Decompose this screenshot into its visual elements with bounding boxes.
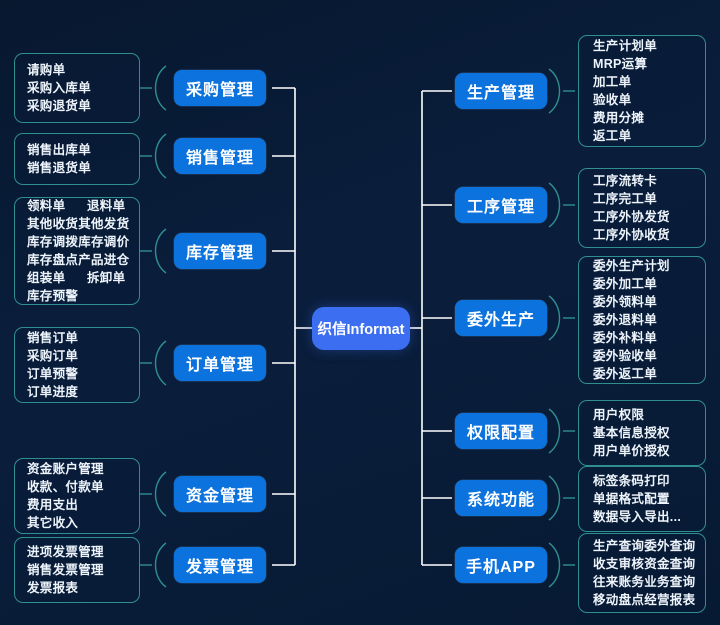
branch-node-mobile-app[interactable]: 手机APP: [455, 547, 547, 583]
center-node[interactable]: 织信Informat: [312, 307, 410, 350]
branch-node-funds[interactable]: 资金管理: [174, 476, 266, 512]
leaf-line: 收款、付款单: [27, 480, 104, 494]
leaf-line: 领料单 退料单: [27, 199, 126, 213]
leaf-line: 费用分摊: [593, 111, 645, 125]
leaf-line: 委外加工单: [593, 277, 658, 291]
branch-node-purchase[interactable]: 采购管理: [174, 70, 266, 106]
leaf-line: 发票报表: [27, 581, 79, 595]
leaf-line: 加工单: [593, 75, 632, 89]
leaf-line: 生产查询 委外查询: [593, 539, 696, 553]
leaf-line: MRP运算: [593, 57, 648, 71]
leaf-line: 库存调拨 库存调价: [27, 235, 130, 249]
leaf-line: 返工单: [593, 129, 632, 143]
leaf-line: 用户单价授权: [593, 444, 670, 458]
leaf-line: 数据导入导出...: [593, 510, 682, 524]
leaf-line: 标签条码打印: [593, 474, 670, 488]
leaf-line: 用户权限: [593, 408, 645, 422]
leaf-line: 工序外协发货: [593, 210, 670, 224]
leaf-line: 工序流转卡: [593, 174, 658, 188]
leaf-line: 生产计划单: [593, 39, 658, 53]
leaf-box-invoice: 进项发票管理 销售发票管理 发票报表: [14, 537, 140, 603]
leaf-line: 其他收货 其他发货: [27, 217, 130, 231]
leaf-box-mobile-app: 生产查询 委外查询 收支审核 资金查询 往来账务 业务查询 移动盘点 经营报表: [578, 533, 706, 613]
leaf-line: 订单进度: [27, 385, 79, 399]
leaf-line: 委外补料单: [593, 331, 658, 345]
leaf-line: 委外返工单: [593, 367, 658, 381]
leaf-line: 其它收入: [27, 516, 79, 530]
branch-node-sales[interactable]: 销售管理: [174, 138, 266, 174]
leaf-line: 库存预警: [27, 289, 79, 303]
leaf-line: 费用支出: [27, 498, 79, 512]
leaf-line: 工序完工单: [593, 192, 658, 206]
branch-node-permission[interactable]: 权限配置: [455, 413, 547, 449]
leaf-line: 库存盘点 产品进仓: [27, 253, 130, 267]
leaf-box-outsourcing: 委外生产计划 委外加工单 委外领料单 委外退料单 委外补料单 委外验收单 委外返…: [578, 256, 706, 384]
branch-node-invoice[interactable]: 发票管理: [174, 547, 266, 583]
leaf-line: 单据格式配置: [593, 492, 670, 506]
leaf-line: 采购退货单: [27, 99, 92, 113]
leaf-line: 往来账务 业务查询: [593, 575, 696, 589]
leaf-line: 销售发票管理: [27, 563, 104, 577]
leaf-line: 基本信息授权: [593, 426, 670, 440]
leaf-line: 请购单: [27, 63, 66, 77]
branch-node-outsourcing[interactable]: 委外生产: [455, 300, 547, 336]
leaf-line: 委外领料单: [593, 295, 658, 309]
branch-node-order[interactable]: 订单管理: [174, 345, 266, 381]
leaf-box-order: 销售订单 采购订单 订单预警 订单进度: [14, 327, 140, 403]
leaf-line: 移动盘点 经营报表: [593, 593, 696, 607]
branch-node-system[interactable]: 系统功能: [455, 480, 547, 516]
leaf-line: 验收单: [593, 93, 632, 107]
leaf-line: 销售订单: [27, 331, 79, 345]
leaf-line: 工序外协收货: [593, 228, 670, 242]
leaf-line: 销售退货单: [27, 161, 92, 175]
leaf-line: 采购入库单: [27, 81, 92, 95]
leaf-line: 资金账户管理: [27, 462, 104, 476]
branch-node-process[interactable]: 工序管理: [455, 187, 547, 223]
leaf-line: 组装单 拆卸单: [27, 271, 126, 285]
leaf-box-production: 生产计划单 MRP运算 加工单 验收单 费用分摊 返工单: [578, 35, 706, 147]
leaf-line: 委外退料单: [593, 313, 658, 327]
leaf-line: 委外生产计划: [593, 259, 670, 273]
leaf-line: 销售出库单: [27, 143, 92, 157]
leaf-box-funds: 资金账户管理 收款、付款单 费用支出 其它收入: [14, 458, 140, 534]
leaf-line: 采购订单: [27, 349, 79, 363]
leaf-box-purchase: 请购单 采购入库单 采购退货单: [14, 53, 140, 123]
leaf-line: 收支审核 资金查询: [593, 557, 696, 571]
leaf-box-permission: 用户权限 基本信息授权 用户单价授权: [578, 400, 706, 466]
leaf-box-inventory: 领料单 退料单 其他收货 其他发货 库存调拨 库存调价 库存盘点 产品进仓 组装…: [14, 197, 140, 305]
leaf-line: 订单预警: [27, 367, 79, 381]
leaf-box-system: 标签条码打印 单据格式配置 数据导入导出...: [578, 466, 706, 532]
leaf-line: 委外验收单: [593, 349, 658, 363]
leaf-line: 进项发票管理: [27, 545, 104, 559]
leaf-box-process: 工序流转卡 工序完工单 工序外协发货 工序外协收货: [578, 168, 706, 248]
branch-node-inventory[interactable]: 库存管理: [174, 233, 266, 269]
branch-node-production[interactable]: 生产管理: [455, 73, 547, 109]
leaf-box-sales: 销售出库单 销售退货单: [14, 133, 140, 185]
